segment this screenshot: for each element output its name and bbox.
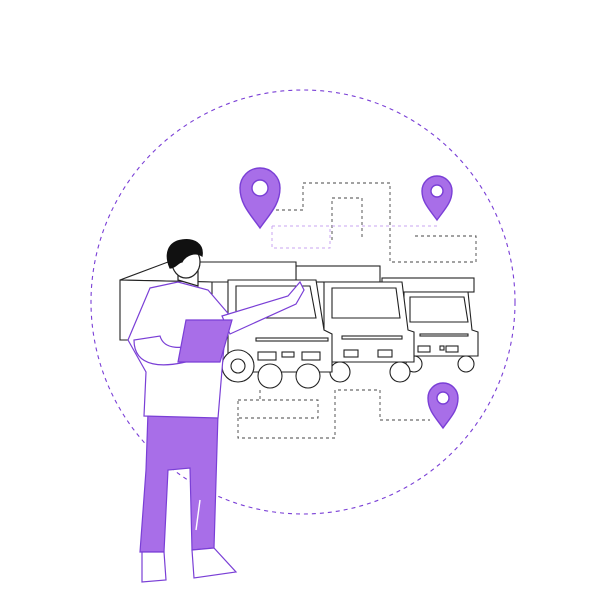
route-network [237, 182, 477, 439]
dashed-circle-boundary [90, 89, 516, 515]
right-shoe [191, 547, 238, 579]
truck-icon [381, 277, 479, 373]
map-pin-icon [239, 167, 281, 230]
trousers [139, 411, 219, 553]
truck-icon [295, 265, 415, 383]
route-highlight [271, 225, 440, 249]
map-pin-icon [421, 175, 453, 222]
left-shoe [141, 551, 167, 583]
map-pin-icon [427, 382, 459, 430]
hair [166, 239, 203, 269]
tablet-icon [177, 319, 233, 363]
